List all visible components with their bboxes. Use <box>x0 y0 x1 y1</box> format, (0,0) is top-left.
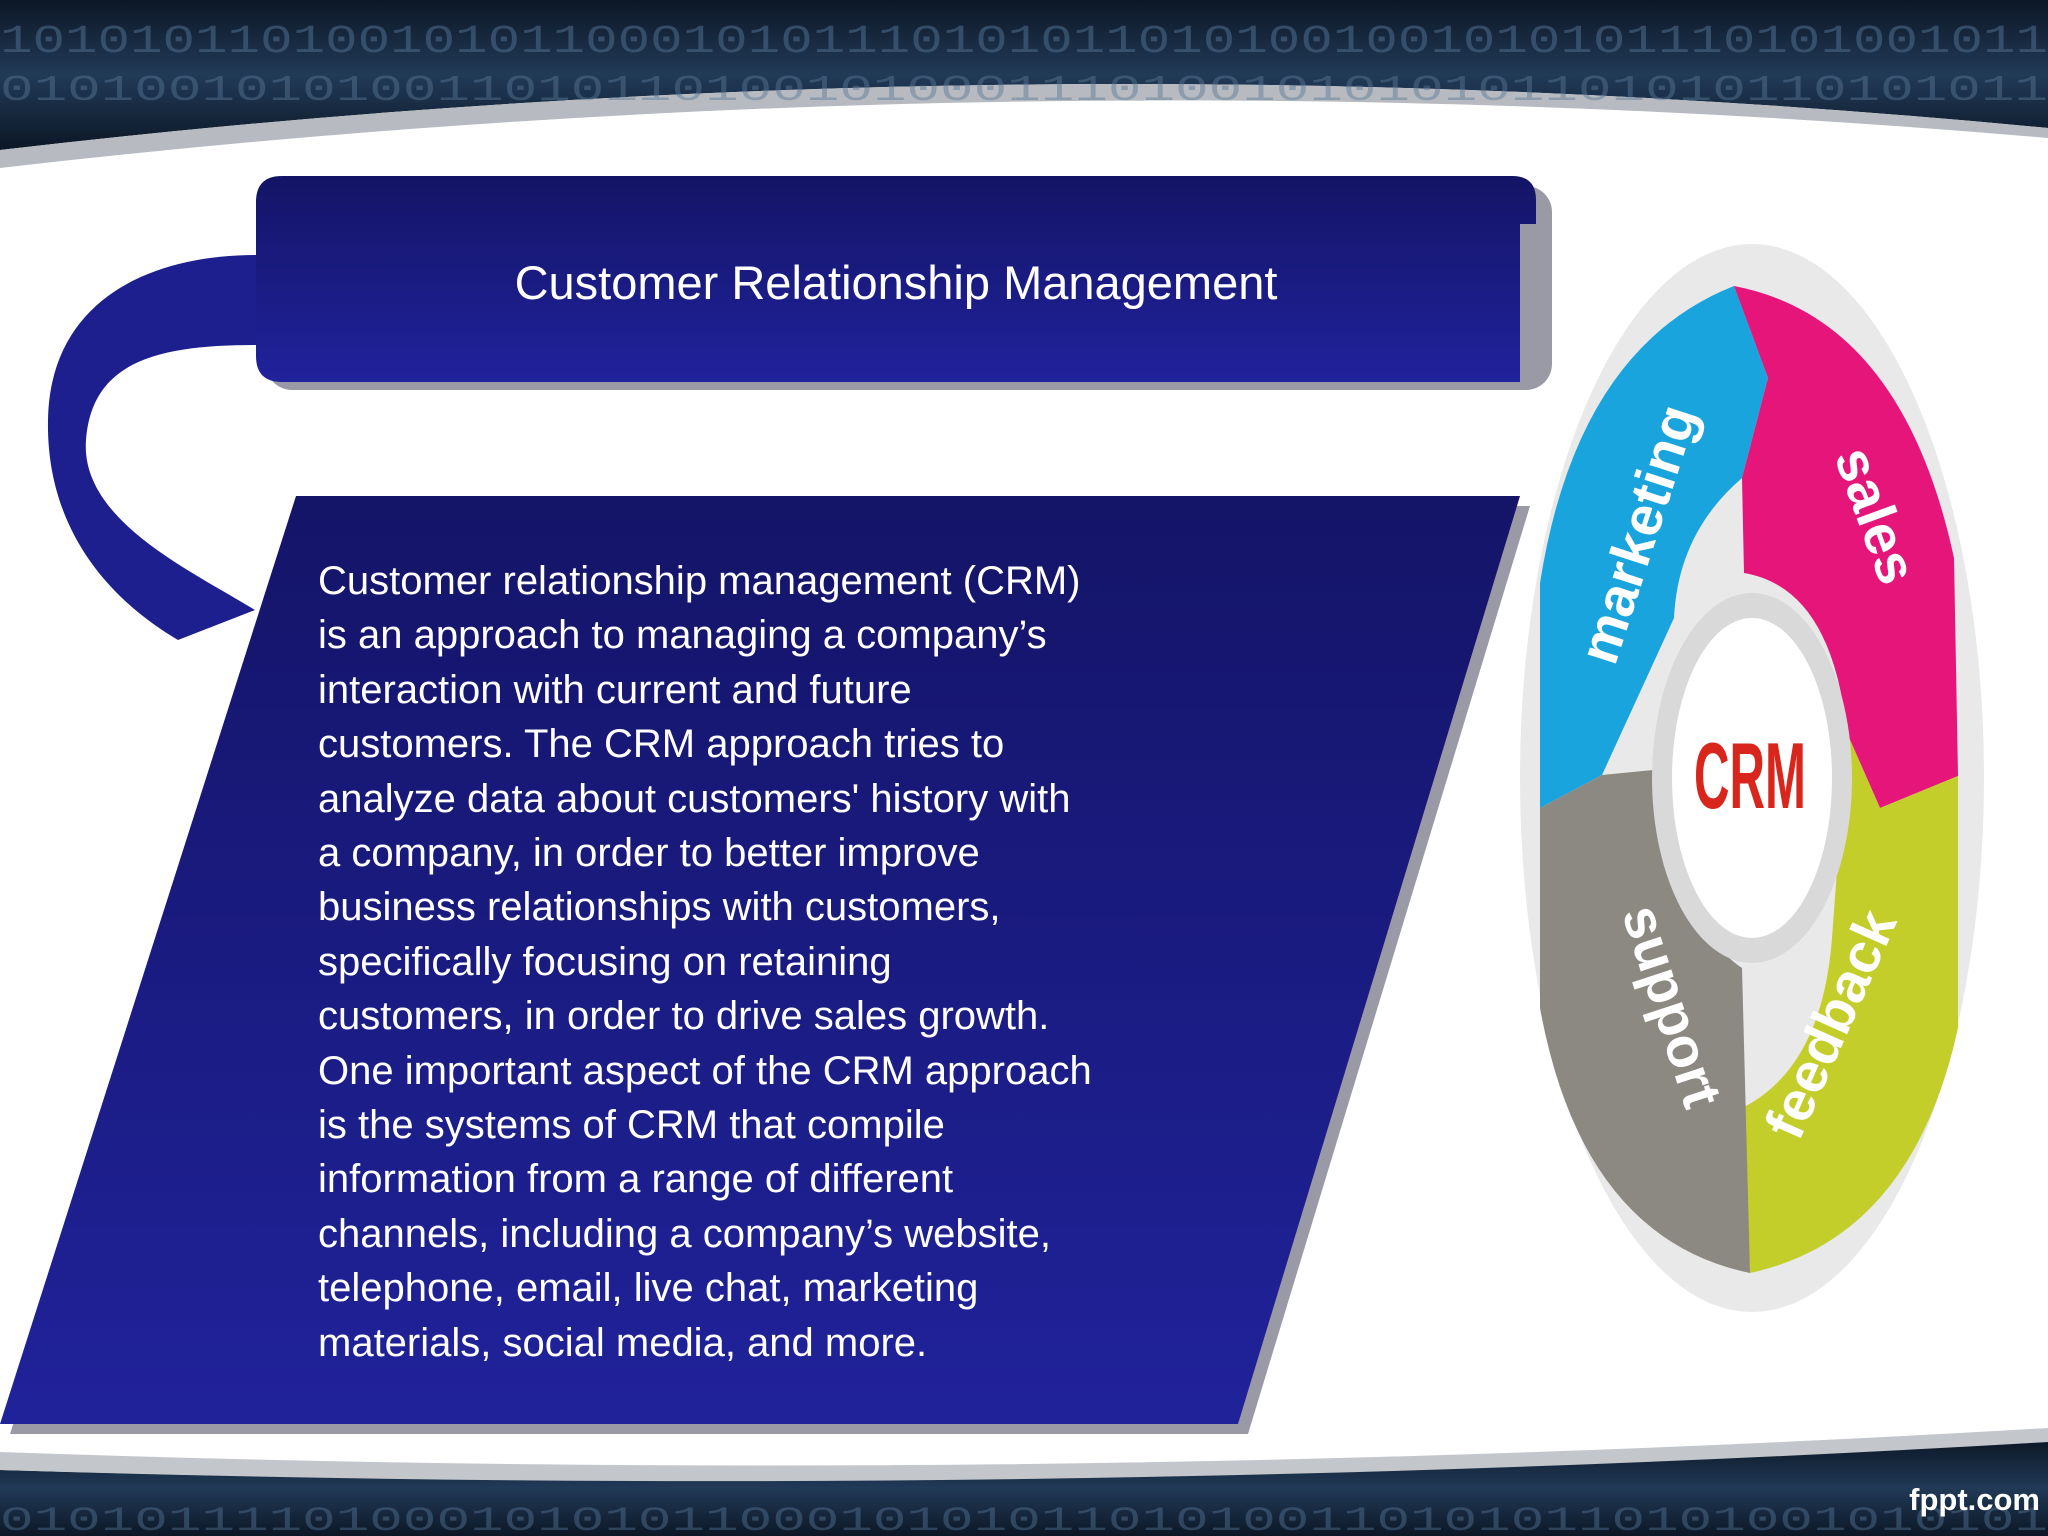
slide-title: Customer Relationship Management <box>514 255 1278 309</box>
body-line: specifically focusing on retaining <box>318 939 892 984</box>
top-silver-rim <box>0 83 2048 168</box>
sales-segment <box>1734 286 1958 808</box>
top-binary-band <box>0 0 2048 150</box>
footer-watermark: fppt.com <box>1909 1482 2040 1517</box>
body-line: telephone, email, live chat, marketing <box>318 1266 979 1311</box>
body-line: One important aspect of the CRM approach <box>318 1048 1092 1093</box>
crm-center-label: CRM <box>1694 723 1806 828</box>
feedback-segment <box>1742 733 1958 1273</box>
body-line: channels, including a company’s website, <box>318 1211 1052 1256</box>
body-line: customers. The CRM approach tries to <box>318 722 1005 767</box>
body-line: analyze data about customers' history wi… <box>318 776 1071 821</box>
body-line: business relationships with customers, <box>318 885 1001 930</box>
body-line: interaction with current and future <box>318 667 912 712</box>
title-banner <box>256 176 1536 382</box>
body-line: customers, in order to drive sales growt… <box>318 994 1050 1039</box>
body-line: is the systems of CRM that compile <box>318 1103 945 1148</box>
body-panel <box>0 496 1520 1424</box>
ribbon-curl <box>47 255 256 640</box>
top-digits-row-1: 1010101101001010110001010111010101101010… <box>0 20 2048 65</box>
support-segment <box>1540 768 1750 1273</box>
body-line: a company, in order to better improve <box>318 831 980 876</box>
body-line: Customer relationship management (CRM) <box>318 559 1081 603</box>
body-line: information from a range of different <box>318 1157 954 1202</box>
bottom-binary-band <box>0 1440 2048 1536</box>
body-line: materials, social media, and more. <box>318 1320 928 1365</box>
body-line: is an approach to managing a company’s <box>318 613 1047 658</box>
marketing-segment <box>1540 286 1768 808</box>
bottom-digits-row: 0101011110100010101011000101010110101001… <box>0 1503 2048 1536</box>
bottom-silver-rim <box>0 1428 2048 1482</box>
body-text: Customer relationship management (CRM) i… <box>318 554 1258 1384</box>
top-digits-row-2: 0101001010100110101101001010001110100101… <box>0 70 2048 111</box>
